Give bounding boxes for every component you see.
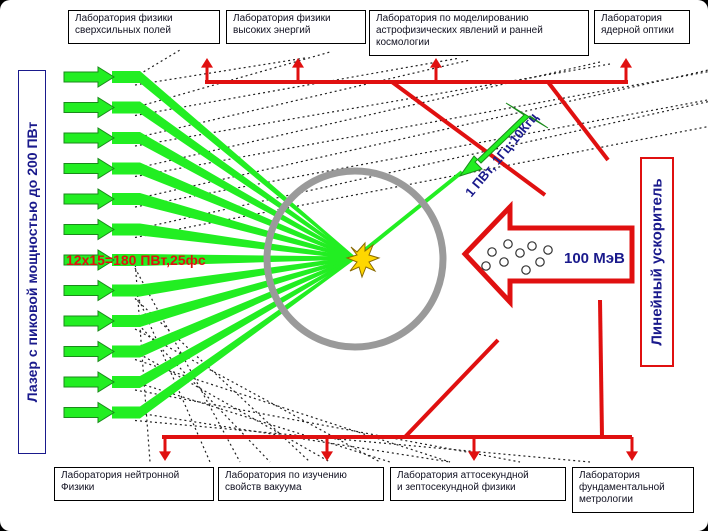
- petawatt-beam-arrow: [458, 102, 549, 177]
- lab-top-1: Лаборатория физики сверхсильных полей: [68, 10, 220, 44]
- dotted-line: [134, 51, 331, 109]
- laser-label-box: Лазер с пиковой мощностью до 200 ПВт: [18, 70, 46, 454]
- lab-top-3: Лаборатория по моделированию астрофизиче…: [369, 10, 589, 56]
- dotted-line: [134, 57, 306, 86]
- red-arrowhead-icon: [468, 451, 480, 461]
- total-power-label: 12х15=180 ПВт,25фс: [66, 252, 206, 268]
- red-arrowhead-icon: [620, 58, 632, 68]
- lab-bottom-1: Лаборатория нейтронной Физики: [54, 467, 214, 501]
- dotted-line: [134, 389, 521, 463]
- laser-arrow-icon: [63, 127, 115, 149]
- laser-beam: [112, 256, 355, 358]
- laser-arrow-icon: [63, 188, 115, 210]
- interaction-star-icon: [345, 241, 381, 279]
- dotted-line: [134, 267, 241, 463]
- dotted-line: [134, 71, 708, 178]
- lab-bottom-4: Лаборатория фундаментальной метрологии: [572, 467, 694, 513]
- laser-beam: [112, 193, 355, 260]
- laser-arrow-icon: [63, 157, 115, 180]
- lab-bottom-3-label: Лаборатория аттосекундной и зептосекундн…: [397, 470, 529, 493]
- particle-dot: [527, 241, 537, 251]
- laser-arrow-icon: [63, 340, 115, 363]
- red-arrowhead-icon: [159, 451, 171, 461]
- particle-dot: [543, 245, 553, 255]
- red-arrowhead-icon: [292, 58, 304, 68]
- dotted-line: [134, 57, 461, 117]
- dotted-line: [134, 49, 181, 78]
- red-diagonal-top: [546, 80, 610, 162]
- lab-bottom-2: Лаборатория по изучению свойств вакуума: [218, 467, 384, 501]
- particle-dots: [481, 239, 553, 275]
- lab-top-2-label: Лаборатория физики высоких энергий: [233, 13, 331, 36]
- laser-beam: [353, 170, 464, 260]
- laser-arrow-icon: [63, 401, 115, 424]
- red-arrowhead-icon: [201, 58, 213, 68]
- accelerator-label: Линейный ускоритель: [648, 178, 666, 346]
- lab-bottom-1-label: Лаборатория нейтронной Физики: [61, 470, 180, 493]
- particle-dot: [481, 261, 491, 271]
- dotted-line: [134, 381, 391, 463]
- laser-label: Лазер с пиковой мощностью до 200 ПВт: [24, 121, 40, 403]
- particle-dot: [521, 265, 531, 275]
- laser-arrow-icon: [63, 371, 115, 393]
- accelerator-label-box: Линейный ускоритель: [640, 157, 674, 367]
- laser-beam: [112, 162, 355, 260]
- laser-arrow-icon: [63, 310, 115, 332]
- lab-bottom-3: Лаборатория аттосекундной и зептосекундн…: [390, 467, 566, 501]
- red-arrowhead-icon: [321, 451, 333, 461]
- laser-beam: [112, 223, 355, 260]
- lab-top-4-label: Лаборатория ядерной оптики: [601, 13, 674, 36]
- dotted-line: [134, 328, 381, 463]
- dotted-line: [134, 69, 708, 200]
- laser-arrow-icon: [63, 218, 115, 241]
- dotted-line: [134, 125, 708, 239]
- laser-beam: [112, 256, 355, 297]
- red-arrowhead-icon: [626, 451, 638, 461]
- red-diagonal-bottom: [403, 338, 500, 439]
- laser-beam: [112, 254, 355, 266]
- red-arrowheads: [159, 58, 638, 461]
- lab-top-1-label: Лаборатория физики сверхсильных полей: [75, 13, 173, 36]
- particle-dot: [499, 257, 509, 267]
- lab-top-4: Лаборатория ядерной оптики: [594, 10, 690, 44]
- dotted-line: [134, 419, 591, 463]
- laser-input-arrows: [63, 66, 115, 424]
- lab-top-3-label: Лаборатория по моделированию астрофизиче…: [376, 13, 543, 48]
- particle-dot: [515, 248, 525, 258]
- laser-arrow-icon: [63, 96, 115, 119]
- particle-dot: [535, 257, 545, 267]
- laser-arrow-icon: [63, 249, 115, 271]
- red-distribution-lines: [162, 66, 634, 452]
- red-diagonal-bottom: [598, 299, 604, 438]
- beam-energy-label: 100 МэВ: [564, 250, 625, 267]
- lab-top-2: Лаборатория физики высоких энергий: [226, 10, 366, 44]
- laser-arrow-icon: [63, 279, 115, 302]
- particle-dot: [503, 239, 513, 249]
- lab-bottom-4-label: Лаборатория фундаментальной метрологии: [579, 470, 665, 505]
- particle-dot: [487, 247, 497, 257]
- laser-beams: [112, 71, 464, 419]
- laser-beam: [112, 256, 355, 327]
- red-arrowhead-icon: [430, 58, 442, 68]
- dotted-line: [134, 358, 451, 463]
- dotted-line: [134, 259, 151, 463]
- target-chamber-ring: [263, 167, 447, 351]
- dotted-line: [134, 59, 471, 139]
- lab-bottom-2-label: Лаборатория по изучению свойств вакуума: [225, 470, 347, 493]
- dotted-line: [134, 411, 451, 463]
- red-diagonal-top: [390, 80, 547, 197]
- dotted-line: [134, 350, 331, 463]
- laser-arrow-icon: [63, 66, 115, 88]
